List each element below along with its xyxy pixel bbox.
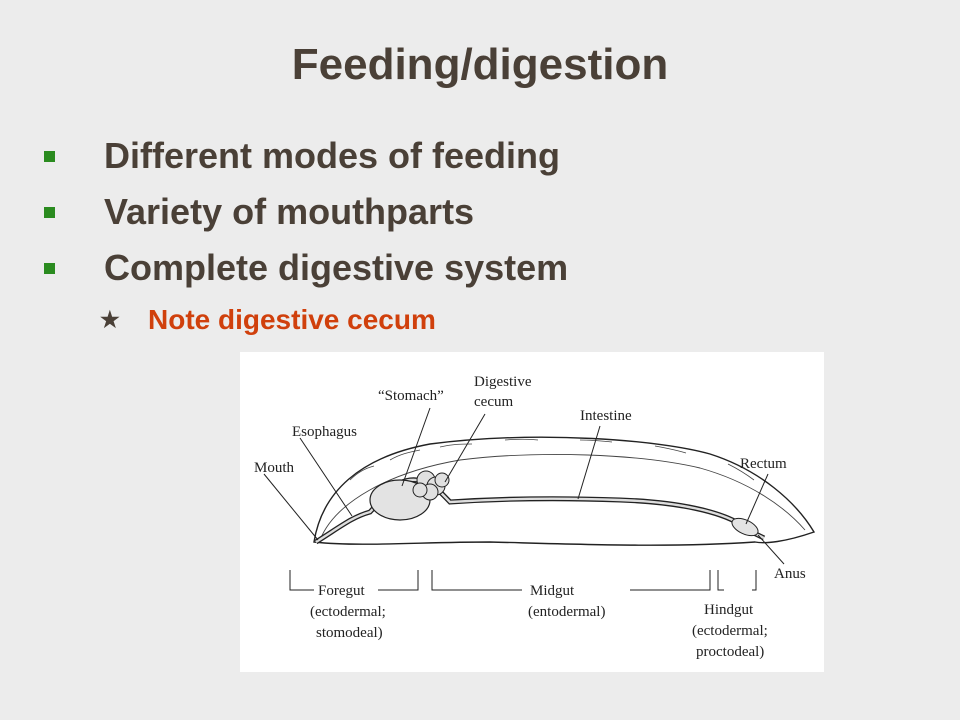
label-hindgut: Hindgut (704, 602, 754, 618)
label-cecum: cecum (474, 394, 513, 410)
label-intestine: Intestine (580, 408, 632, 424)
square-bullet-icon (44, 262, 104, 274)
diagram-svg: Mouth Esophagus “Stomach” Digestive cecu… (254, 374, 816, 660)
digestive-system-diagram: Mouth Esophagus “Stomach” Digestive cecu… (240, 352, 824, 672)
label-foregut-detail-1: (ectodermal; (310, 604, 386, 620)
label-midgut: Midgut (530, 583, 575, 599)
label-midgut-detail: (entodermal) (528, 604, 605, 620)
body-segment-line (319, 453, 806, 541)
label-anus: Anus (774, 566, 806, 582)
label-hindgut-detail-2: proctodeal) (696, 644, 764, 660)
square-bullet-icon (44, 150, 104, 162)
bullet-text: Variety of mouthparts (104, 191, 475, 232)
body-outline (313, 436, 816, 546)
bullet-text: Different modes of feeding (104, 135, 561, 176)
label-stomach: “Stomach” (378, 388, 444, 404)
label-digestive: Digestive (474, 374, 532, 390)
bullet-item: Complete digestive system (44, 244, 568, 292)
label-esophagus: Esophagus (292, 424, 357, 440)
bullet-item: Variety of mouthparts (44, 188, 474, 236)
label-rectum: Rectum (740, 456, 787, 472)
sub-bullet-text: Note digestive cecum (148, 304, 436, 335)
star-bullet-icon: ★ (100, 307, 120, 332)
leader-lines (263, 407, 785, 565)
bullet-text: Complete digestive system (104, 247, 569, 288)
label-hindgut-detail-1: (ectodermal; (692, 623, 768, 639)
digestive-cecum-shape (412, 470, 450, 501)
body-segments (349, 438, 755, 481)
slide-title: Feeding/digestion (291, 40, 669, 89)
square-bullet-icon (44, 206, 104, 218)
label-foregut: Foregut (318, 583, 365, 599)
region-brackets (289, 570, 757, 591)
label-mouth: Mouth (254, 460, 295, 476)
label-foregut-detail-2: stomodeal) (316, 625, 383, 641)
sub-bullet-item: ★ Note digestive cecum (100, 300, 436, 340)
bullet-item: Different modes of feeding (44, 132, 560, 180)
